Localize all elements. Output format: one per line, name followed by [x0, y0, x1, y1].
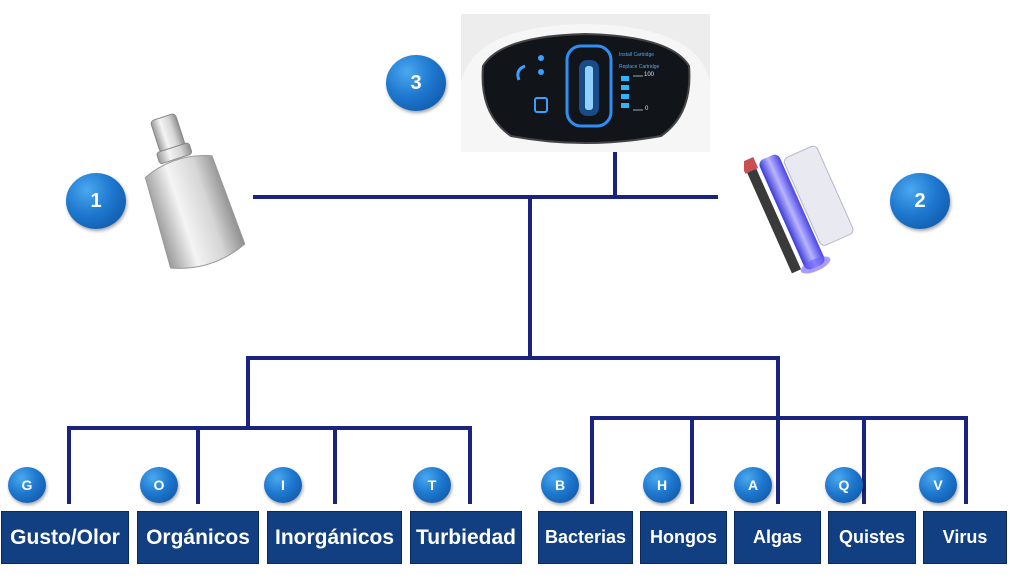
letter-marker-v: V — [919, 467, 957, 503]
display-panel-graphic — [461, 24, 710, 152]
mid-horizontal-line — [246, 356, 780, 360]
letter-marker-g: G — [8, 467, 46, 503]
drop-virus — [964, 416, 968, 504]
category-box-virus: Virus — [923, 511, 1007, 564]
drop-turbiedad — [468, 426, 472, 504]
drop-icon — [538, 55, 544, 61]
drop-icon — [538, 69, 544, 75]
cartridge-outline-icon — [565, 44, 613, 128]
letter-marker-q: Q — [825, 467, 863, 503]
category-box-gusto-olor: Gusto/Olor — [1, 511, 129, 564]
category-box-inorganicos: Inorgánicos — [267, 511, 402, 564]
faucet-icon — [516, 64, 526, 81]
cup-icon — [534, 97, 548, 113]
letter-marker-i: I — [264, 467, 302, 503]
marker-3: 3 — [386, 55, 446, 111]
drop-gusto — [67, 426, 71, 504]
install-cartridge-label: Install Cartridge — [619, 52, 655, 58]
letter-marker-o: O — [140, 467, 178, 503]
left-group-bar — [67, 426, 472, 430]
letter-marker-h: H — [643, 467, 681, 503]
left-branch-line — [246, 356, 250, 430]
category-box-turbiedad: Turbiedad — [410, 511, 522, 564]
display-connector-line — [613, 152, 617, 197]
letter-marker-b: B — [541, 467, 579, 503]
level-min-label: 0 — [645, 106, 649, 112]
display-panel-image: Install Cartridge Replace Cartridge 100 … — [461, 14, 710, 152]
marker-1: 1 — [66, 173, 126, 229]
right-branch-line — [776, 356, 780, 420]
category-box-hongos: Hongos — [640, 511, 727, 564]
drop-hongos — [690, 416, 694, 504]
drop-bacterias — [590, 416, 594, 504]
category-box-bacterias: Bacterias — [538, 511, 633, 564]
drop-inorganicos — [333, 426, 337, 504]
trunk-line — [528, 197, 532, 360]
drop-quistes — [862, 416, 866, 504]
letter-marker-a: A — [734, 467, 772, 503]
drop-organicos — [196, 426, 200, 504]
drop-algas — [776, 416, 780, 504]
level-max-label: 100 — [644, 72, 655, 78]
marker-2: 2 — [890, 173, 950, 229]
filter-cartridge-image — [144, 113, 246, 269]
category-box-algas: Algas — [734, 511, 821, 564]
category-box-quistes: Quistes — [828, 511, 916, 564]
uv-lamp-image — [744, 145, 854, 274]
letter-marker-t: T — [413, 467, 451, 503]
top-horizontal-line — [253, 195, 718, 199]
category-box-organicos: Orgánicos — [137, 511, 259, 564]
replace-cartridge-label: Replace Cartridge — [619, 64, 660, 70]
